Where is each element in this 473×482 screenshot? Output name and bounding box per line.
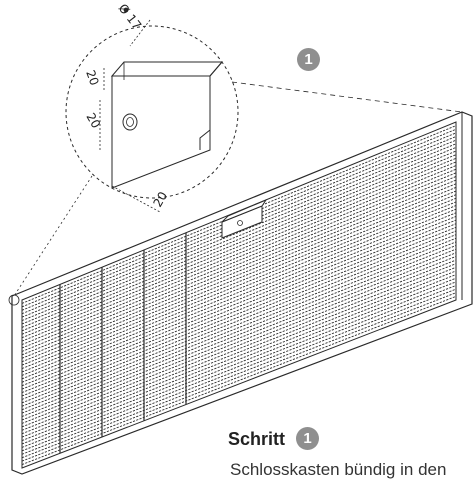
panel-slat-line: [22, 183, 456, 359]
dimension-lines: [99, 7, 161, 213]
panel-slat-line: [22, 274, 456, 445]
panel-slat-line: [22, 186, 456, 363]
panel-slat-line: [22, 154, 456, 332]
panel-slat-line: [22, 128, 456, 308]
step-heading: Schritt 1: [228, 427, 320, 451]
panel-slat-line: [22, 226, 456, 400]
panel-slat-line: [22, 285, 456, 455]
panel-slat-line: [22, 172, 456, 349]
panel-frame-inner: [21, 121, 457, 469]
leader-line-right: [231, 81, 463, 113]
panel-slat-line: [22, 252, 456, 424]
step-number-badge-top: 1: [297, 48, 320, 71]
leader-line-left: [13, 175, 93, 297]
panel-slat-line: [22, 176, 456, 352]
panel-slat-line: [22, 136, 456, 315]
panel-slat-line: [22, 230, 456, 404]
panel-slat-line: [22, 288, 456, 459]
lock-box: [221, 198, 268, 239]
panel-slat-line: [22, 165, 456, 342]
detail-callout: Ø 17 20 20 20: [13, 1, 463, 297]
step-description: Schlosskasten bündig in den: [230, 460, 447, 479]
panel-slat-line: [22, 201, 456, 376]
dimension-hole-offset-label: 20: [83, 111, 103, 131]
panel-slat-line: [22, 245, 456, 417]
panel-slat-line: [22, 277, 456, 448]
panel-slat-line: [22, 241, 456, 414]
panel-slat-line: [22, 150, 456, 328]
panel-slat-line: [22, 219, 456, 393]
panel-slat-line: [22, 139, 456, 318]
panel-slat-line: [22, 255, 456, 428]
panel-slat-line: [22, 143, 456, 321]
panel-slat-line: [22, 168, 456, 345]
panel-slat-line: [22, 223, 456, 397]
panel-slat-line: [22, 259, 456, 431]
panel-slat-line: [22, 157, 456, 335]
dimension-depth-label: 20: [150, 189, 170, 209]
panel-slat-line: [22, 205, 456, 380]
panel-slat-line: [22, 234, 456, 407]
panel-slat-line: [22, 248, 456, 421]
panel-slat-line: [22, 266, 456, 438]
panel-slat-line: [22, 212, 456, 387]
profile-detail: [110, 61, 224, 189]
panel-posts: [59, 232, 187, 454]
dimension-top-height-label: 20: [83, 68, 101, 87]
panel-slat-line: [22, 147, 456, 325]
step-label: Schritt: [228, 429, 286, 449]
panel-slat-line: [22, 190, 456, 366]
bolt-hole: [122, 113, 138, 131]
gate-panel: [8, 111, 473, 475]
panel-slat-line: [22, 295, 456, 465]
panel-slat-line: [22, 194, 456, 369]
panel-slats: [22, 125, 456, 465]
panel-slat-line: [22, 208, 456, 383]
panel-slat-line: [22, 197, 456, 373]
step-number-badge: 1: [296, 427, 320, 450]
panel-slat-line: [22, 179, 456, 356]
panel-slat-line: [22, 216, 456, 390]
panel-slat-line: [22, 263, 456, 435]
panel-slat-line: [22, 292, 456, 462]
panel-slat-line: [22, 237, 456, 411]
panel-slat-line: [22, 132, 456, 311]
panel-slat-line: [22, 281, 456, 452]
panel-slat-line: [22, 270, 456, 441]
hinge-marker: [8, 294, 20, 306]
panel-slat-line: [22, 161, 456, 339]
